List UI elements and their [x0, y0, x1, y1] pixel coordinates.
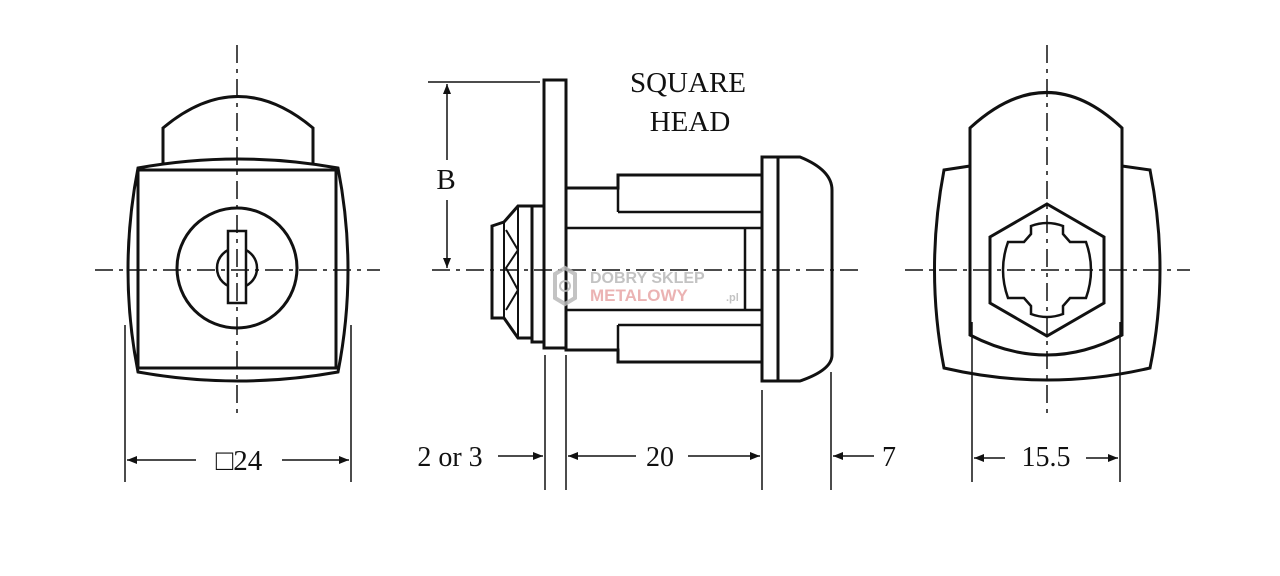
back-view [933, 91, 1162, 382]
side-view [490, 78, 834, 383]
front-cam-tongue [161, 95, 315, 165]
square-head-line1: SQUARE [630, 67, 746, 99]
head-flange [760, 155, 780, 383]
dim-washer-label: 2 or 3 [417, 442, 482, 473]
front-head-outer [126, 157, 350, 383]
watermark-line1: DOBRY SKLEP [590, 270, 705, 287]
front-centerlines [95, 45, 380, 415]
dim-body-20-label: 20 [646, 442, 674, 473]
dimension-b [428, 81, 540, 268]
domed-head [778, 155, 834, 383]
dim-head-7-label: 7 [882, 442, 896, 473]
back-head-outer [933, 164, 1162, 382]
dim-cam-15-5-label: 15.5 [1022, 442, 1071, 473]
square-head-line2: HEAD [650, 106, 731, 138]
mounting-panel [542, 78, 568, 350]
dim-b-label: B [436, 164, 455, 196]
dim-square-24-label: □24 [216, 445, 263, 477]
front-dimension-24 [124, 325, 352, 482]
watermark-logo: DOBRY SKLEP METALOWY .pl [553, 265, 739, 307]
back-centerlines [905, 45, 1190, 415]
watermark-line2: METALOWY [590, 286, 689, 305]
hex-boss [988, 202, 1106, 338]
back-cam [968, 91, 1124, 357]
washer-plate [530, 204, 546, 344]
watermark-suffix: .pl [726, 292, 739, 304]
lock-body [564, 173, 764, 364]
watermark-hex-icon [553, 265, 577, 307]
cross-recess [1001, 221, 1093, 319]
side-dimensions [498, 355, 874, 490]
hex-nut [490, 204, 534, 340]
back-dimension-15-5 [971, 322, 1121, 482]
front-view [126, 95, 350, 383]
